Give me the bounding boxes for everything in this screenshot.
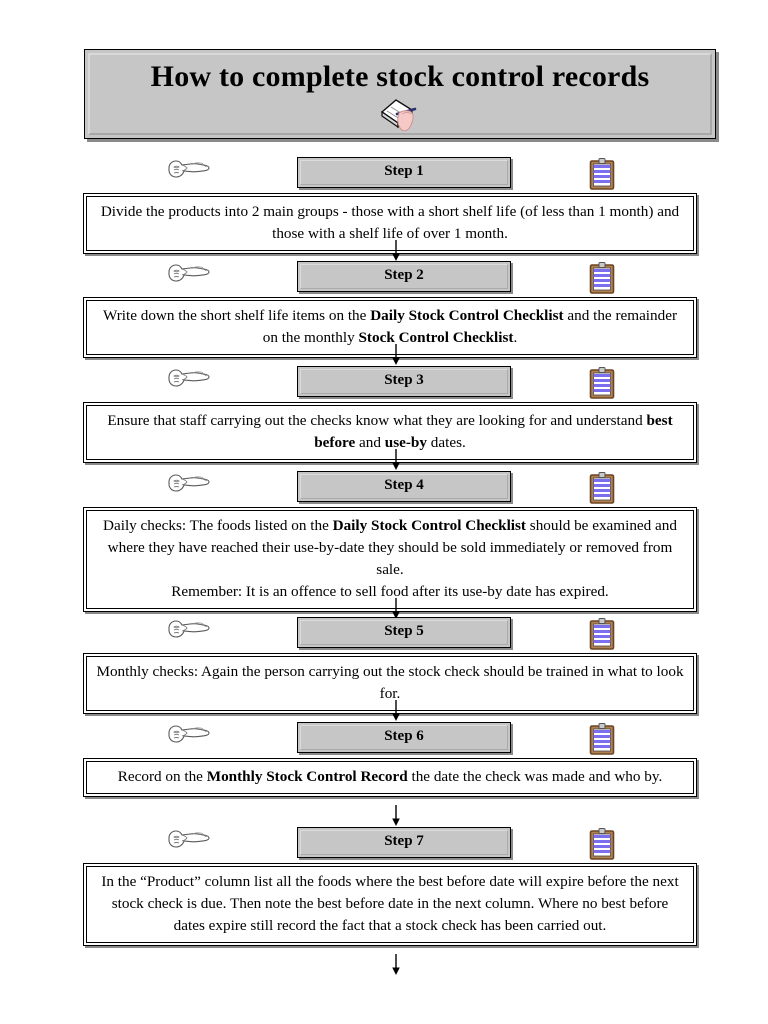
- step-header-box-7[interactable]: Step 7: [297, 827, 511, 858]
- pointing-hand-icon: [163, 827, 213, 853]
- clipboard-icon: [589, 827, 615, 861]
- step-header-box-6[interactable]: Step 6: [297, 722, 511, 753]
- step-header-box-3[interactable]: Step 3: [297, 366, 511, 397]
- step-header-label: Step 3: [384, 372, 424, 388]
- step-text-line: Ensure that staff carrying out the check…: [107, 412, 673, 451]
- page-title: How to complete stock control records: [150, 60, 650, 93]
- step-text-line: Write down the short shelf life items on…: [102, 307, 678, 346]
- clipboard-icon: [589, 157, 615, 191]
- step-text-line: Record on the Monthly Stock Control Reco…: [117, 768, 663, 785]
- step-body-box-3: Ensure that staff carrying out the check…: [83, 402, 697, 463]
- step-header-label: Step 5: [384, 623, 424, 639]
- step-body-text-6: Record on the Monthly Stock Control Reco…: [86, 761, 694, 794]
- pointing-hand-icon: [163, 722, 213, 748]
- down-arrow-icon: [389, 240, 403, 262]
- step-header-label: Step 1: [384, 163, 424, 179]
- step-body-box-1: Divide the products into 2 main groups -…: [83, 193, 697, 254]
- step-body-text-3: Ensure that staff carrying out the check…: [86, 405, 694, 460]
- step-body-box-7: In the “Product” column list all the foo…: [83, 863, 697, 946]
- pointing-hand-icon: [163, 157, 213, 183]
- step-header-box-2[interactable]: Step 2: [297, 261, 511, 292]
- down-arrow-icon: [389, 700, 403, 722]
- clipboard-icon: [589, 261, 615, 295]
- step-body-text-2: Write down the short shelf life items on…: [86, 300, 694, 355]
- pointing-hand-icon: [163, 366, 213, 392]
- step-header-box-5[interactable]: Step 5: [297, 617, 511, 648]
- down-arrow-icon: [389, 954, 403, 976]
- step-body-text-5: Monthly checks: Again the person carryin…: [86, 656, 694, 711]
- step-text-line: Divide the products into 2 main groups -…: [100, 203, 680, 242]
- step-text-line: Remember: It is an offence to sell food …: [171, 583, 609, 600]
- clipboard-icon: [589, 366, 615, 400]
- step-body-box-5: Monthly checks: Again the person carryin…: [83, 653, 697, 714]
- down-arrow-icon: [389, 344, 403, 366]
- step-text-line: In the “Product” column list all the foo…: [101, 873, 679, 934]
- down-arrow-icon: [389, 805, 403, 827]
- step-body-box-6: Record on the Monthly Stock Control Reco…: [83, 758, 697, 797]
- step-header-label: Step 4: [384, 477, 424, 493]
- hand-writing-on-notepad-icon: [85, 98, 715, 136]
- pointing-hand-icon: [163, 617, 213, 643]
- step-header-label: Step 7: [384, 833, 424, 849]
- page-title-banner: How to complete stock control records: [84, 49, 716, 139]
- step-body-text-4: Daily checks: The foods listed on the Da…: [86, 510, 694, 609]
- step-text-line: Monthly checks: Again the person carryin…: [96, 663, 684, 702]
- clipboard-icon: [589, 617, 615, 651]
- clipboard-icon: [589, 722, 615, 756]
- step-text-line: Daily checks: The foods listed on the Da…: [103, 517, 677, 578]
- step-header-box-4[interactable]: Step 4: [297, 471, 511, 502]
- step-body-box-4: Daily checks: The foods listed on the Da…: [83, 507, 697, 612]
- pointing-hand-icon: [163, 471, 213, 497]
- step-body-text-1: Divide the products into 2 main groups -…: [86, 196, 694, 251]
- step-header-box-1[interactable]: Step 1: [297, 157, 511, 188]
- clipboard-icon: [589, 471, 615, 505]
- pointing-hand-icon: [163, 261, 213, 287]
- down-arrow-icon: [389, 449, 403, 471]
- step-body-box-2: Write down the short shelf life items on…: [83, 297, 697, 358]
- step-header-label: Step 6: [384, 728, 424, 744]
- step-body-text-7: In the “Product” column list all the foo…: [86, 866, 694, 943]
- down-arrow-icon: [389, 598, 403, 620]
- step-header-label: Step 2: [384, 267, 424, 283]
